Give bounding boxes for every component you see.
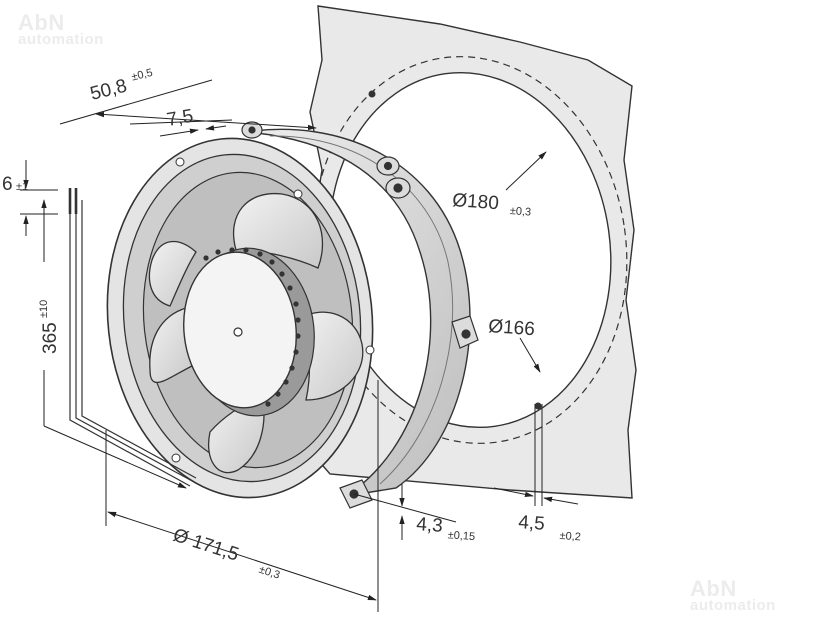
dim-cable-end: 6 ±1	[2, 174, 28, 195]
dim-hole-size-value: 4,5	[518, 512, 546, 535]
dim-cutout-inner: Ø166	[488, 316, 536, 340]
dim-cable-end-value: 6	[2, 174, 13, 195]
panel-hole-right	[534, 402, 542, 410]
dim-mount-hole: 4,3 ±0,15	[416, 514, 476, 543]
watermark-brand: AbN	[18, 10, 65, 35]
housing-rib	[269, 135, 454, 485]
watermark-brand-2: AbN	[690, 576, 737, 601]
hub-center-hole	[233, 327, 243, 337]
dim-cutout-outer-tol: ±0,3	[509, 205, 531, 218]
watermark-sub-2: automation	[690, 597, 776, 614]
dim-fan-diameter-tol: ±0,3	[257, 564, 281, 582]
dim-cutout-inner-value: Ø166	[488, 316, 536, 340]
fan-blade	[148, 240, 197, 307]
cable-leads	[69, 192, 197, 487]
dim-depth-value: 50,8	[88, 76, 129, 105]
watermark-sub: automation	[18, 31, 104, 48]
hub-magnet-dots	[203, 247, 301, 407]
dim-cutout-outer: Ø180 ±0,3	[452, 190, 532, 218]
dim-cable-length-value: 365	[40, 322, 61, 354]
dim-flange-value: 7,5	[165, 106, 195, 131]
watermark-top: AbN automation	[18, 10, 104, 48]
dim-cutout-outer-value: Ø180	[452, 190, 500, 214]
fan-housing-side	[245, 128, 471, 497]
cable-ends	[68, 188, 78, 214]
dim-fan-diameter-value: Ø 171,5	[170, 525, 241, 566]
dim-depth-tol: ±0,5	[130, 67, 154, 84]
mounting-lugs	[241, 121, 479, 509]
dim-hole-size: 4,5 ±0,2	[518, 512, 582, 543]
watermark-bottom: AbN automation	[690, 576, 776, 614]
ring-screws	[171, 157, 375, 463]
panel-hole-top	[368, 90, 376, 98]
mounting-hole-circle	[312, 56, 628, 444]
dim-fan-diameter: Ø 171,5 ±0,3	[170, 525, 281, 582]
dim-cable-length-tol: ±10	[38, 300, 50, 318]
dim-hole-size-tol: ±0,2	[559, 530, 581, 543]
dim-cable-end-tol: ±1	[16, 181, 28, 193]
dimension-lines	[20, 79, 579, 612]
dim-flange: 7,5	[165, 106, 195, 131]
dim-mount-hole-value: 4,3	[416, 514, 444, 537]
dim-cable-length: 365 ±10	[38, 300, 61, 354]
dim-mount-hole-tol: ±0,15	[447, 529, 475, 543]
